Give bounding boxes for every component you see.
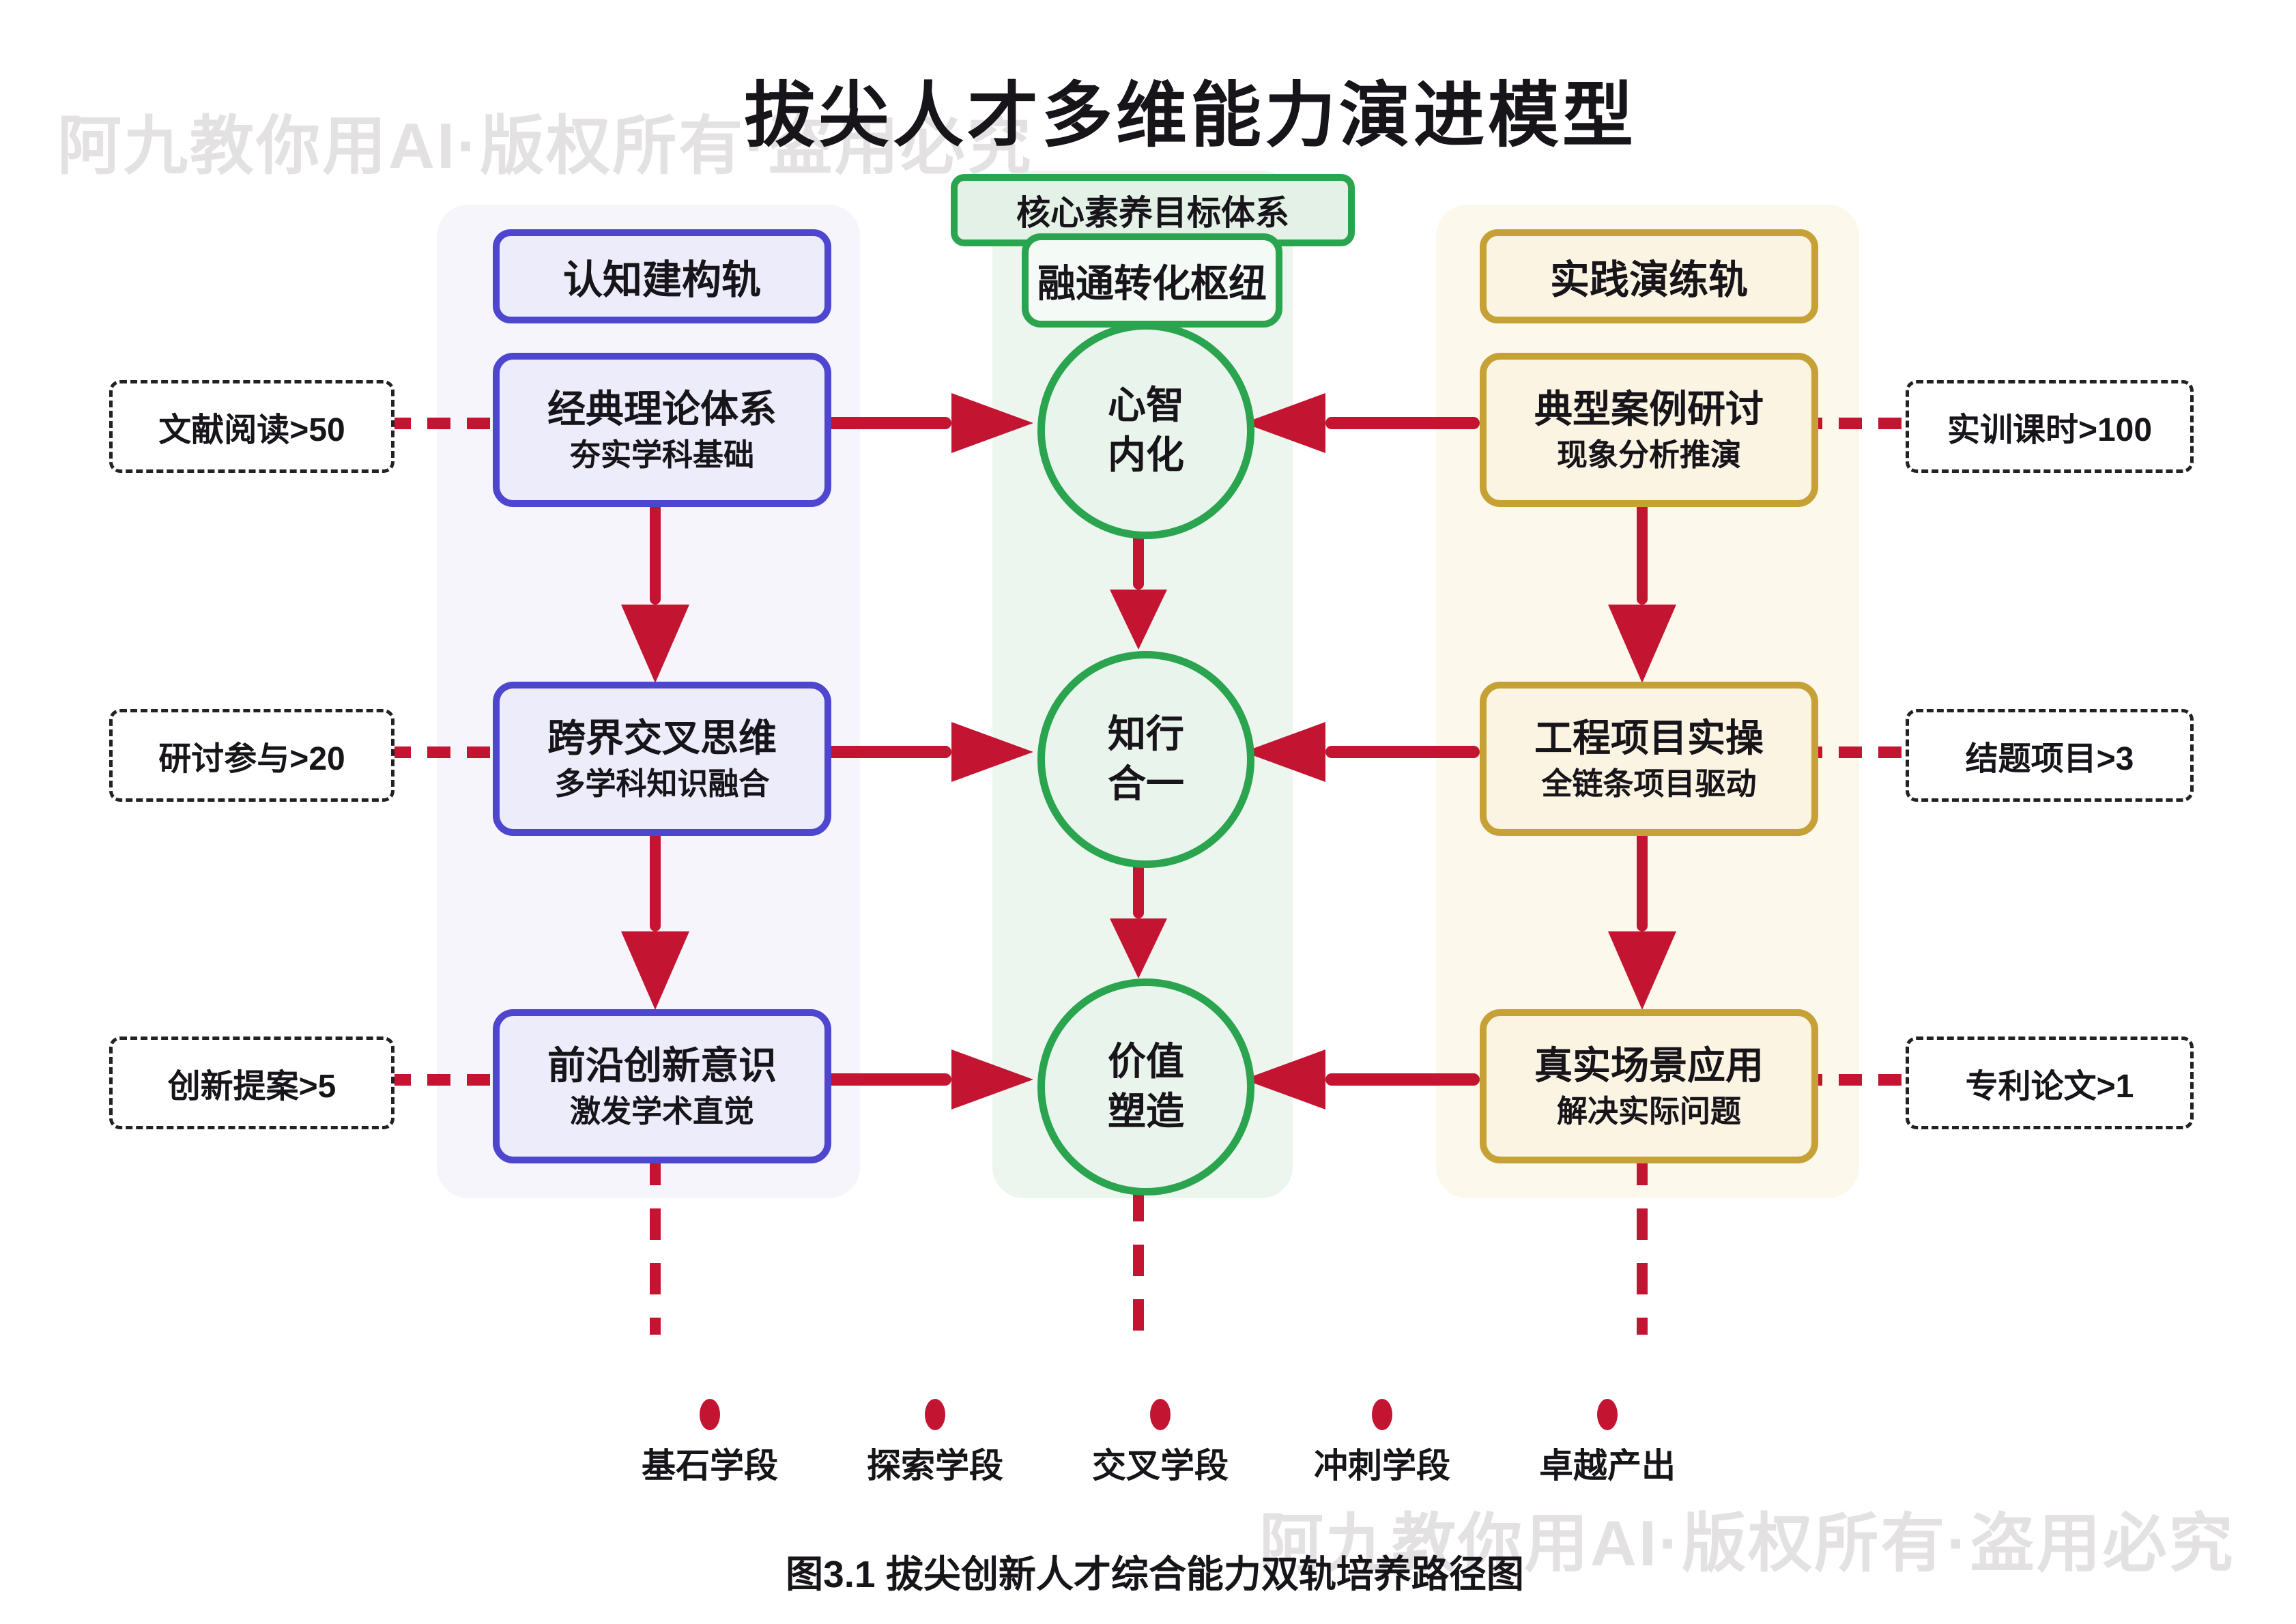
stage-subtitle: 激发学术直觉: [569, 1093, 754, 1129]
dashed-connector: [1133, 1190, 1144, 1335]
arrow-right-icon: [951, 722, 1033, 782]
legend-dot: [1150, 1399, 1171, 1430]
stage-title: 跨界交叉思维: [547, 716, 777, 759]
legend-label-5: 卓越产出: [1539, 1447, 1676, 1485]
circle-line-2: 合一: [1108, 762, 1184, 805]
arrow-shaft: [650, 822, 661, 931]
arrow-left-icon: [1244, 722, 1325, 782]
dashed-connector: [388, 746, 493, 758]
arrow-shaft: [1637, 493, 1648, 605]
stage-title: 典型案例研讨: [1534, 387, 1764, 431]
legend-dot: [925, 1399, 945, 1430]
stage-title: 前沿创新意识: [547, 1043, 777, 1087]
watermark-bottom: 阿九教你用AI·版权所有·盗用必究: [1259, 1507, 2235, 1579]
legend-dot: [700, 1399, 720, 1430]
legend-dot: [1597, 1399, 1618, 1430]
arrow-down-icon: [621, 931, 689, 1010]
legend-label-3: 交叉学段: [1092, 1447, 1229, 1485]
kpi-box-left-3: 创新提案>5: [109, 1036, 394, 1129]
arrow-shaft: [1133, 853, 1144, 918]
center-stage-circle-1: 心智 内化: [1037, 322, 1254, 539]
left-stage-box-2: 跨界交叉思维 多学科知识融合: [493, 682, 831, 836]
arrow-shaft: [1325, 417, 1480, 429]
dashed-connector: [388, 418, 493, 429]
legend-label-4: 冲刺学段: [1314, 1447, 1450, 1485]
circle-line-2: 内化: [1108, 433, 1184, 476]
stage-subtitle: 解决实际问题: [1556, 1093, 1741, 1129]
circle-line-1: 知行: [1108, 712, 1184, 756]
kpi-box-right-2: 结题项目>3: [1906, 709, 2194, 802]
arrow-shaft: [1637, 822, 1648, 931]
dashed-connector: [650, 1154, 661, 1335]
arrow-shaft: [650, 493, 661, 605]
legend-dot: [1372, 1399, 1392, 1430]
arrow-shaft: [1325, 1073, 1480, 1086]
arrow-shaft: [818, 1073, 951, 1086]
dashed-connector: [1799, 746, 1906, 758]
arrow-down-icon: [1110, 590, 1167, 650]
arrow-shaft: [818, 417, 951, 429]
right-stage-box-1: 典型案例研讨 现象分析推演: [1480, 353, 1818, 507]
kpi-box-left-1: 文献阅读>50: [109, 380, 394, 473]
arrow-shaft: [1133, 524, 1144, 590]
hub-box: 融通转化枢纽: [1022, 233, 1282, 328]
arrow-down-icon: [1110, 918, 1167, 978]
circle-line-1: 心智: [1108, 383, 1184, 427]
stage-title: 经典理论体系: [547, 387, 777, 431]
kpi-box-right-3: 专利论文>1: [1906, 1036, 2194, 1129]
dashed-connector: [1799, 418, 1906, 429]
right-track-header: 实践演练轨: [1480, 229, 1818, 323]
diagram-title: 拔尖人才多维能力演进模型: [743, 76, 1637, 156]
arrow-down-icon: [1608, 931, 1676, 1010]
stage-subtitle: 多学科知识融合: [554, 766, 770, 801]
legend-label-2: 探索学段: [867, 1447, 1003, 1485]
arrow-left-icon: [1244, 393, 1325, 453]
left-track-header: 认知建构轨: [493, 229, 831, 323]
arrow-shaft: [1325, 746, 1480, 758]
dashed-connector: [388, 1074, 493, 1086]
right-stage-box-2: 工程项目实操 全链条项目驱动: [1480, 682, 1818, 836]
arrow-right-icon: [951, 1049, 1033, 1110]
stage-title: 真实场景应用: [1534, 1043, 1764, 1087]
stage-subtitle: 夯实学科基础: [569, 437, 754, 472]
circle-line-2: 塑造: [1108, 1090, 1184, 1133]
dashed-connector: [1799, 1074, 1906, 1086]
figure-caption: 图3.1 拔尖创新人才综合能力双轨培养路径图: [786, 1553, 1524, 1595]
stage-subtitle: 现象分析推演: [1556, 437, 1741, 472]
center-stage-circle-2: 知行 合一: [1037, 651, 1254, 868]
kpi-box-left-2: 研讨参与>20: [109, 709, 394, 802]
dashed-connector: [1637, 1154, 1648, 1335]
left-stage-box-1: 经典理论体系 夯实学科基础: [493, 353, 831, 507]
arrow-right-icon: [951, 393, 1033, 453]
stage-title: 工程项目实操: [1534, 716, 1764, 759]
kpi-box-right-1: 实训课时>100: [1906, 380, 2194, 473]
arrow-down-icon: [1608, 605, 1676, 683]
stage-subtitle: 全链条项目驱动: [1541, 766, 1757, 801]
center-stage-circle-3: 价值 塑造: [1037, 978, 1254, 1195]
legend-label-1: 基石学段: [642, 1447, 778, 1485]
arrow-shaft: [818, 746, 951, 758]
right-stage-box-3: 真实场景应用 解决实际问题: [1480, 1009, 1818, 1163]
left-stage-box-3: 前沿创新意识 激发学术直觉: [493, 1009, 831, 1163]
watermark-top: 阿九教你用AI·版权所有·盗用必究: [57, 110, 1033, 182]
arrow-left-icon: [1244, 1049, 1325, 1110]
arrow-down-icon: [621, 605, 689, 683]
circle-line-1: 价值: [1108, 1040, 1184, 1084]
